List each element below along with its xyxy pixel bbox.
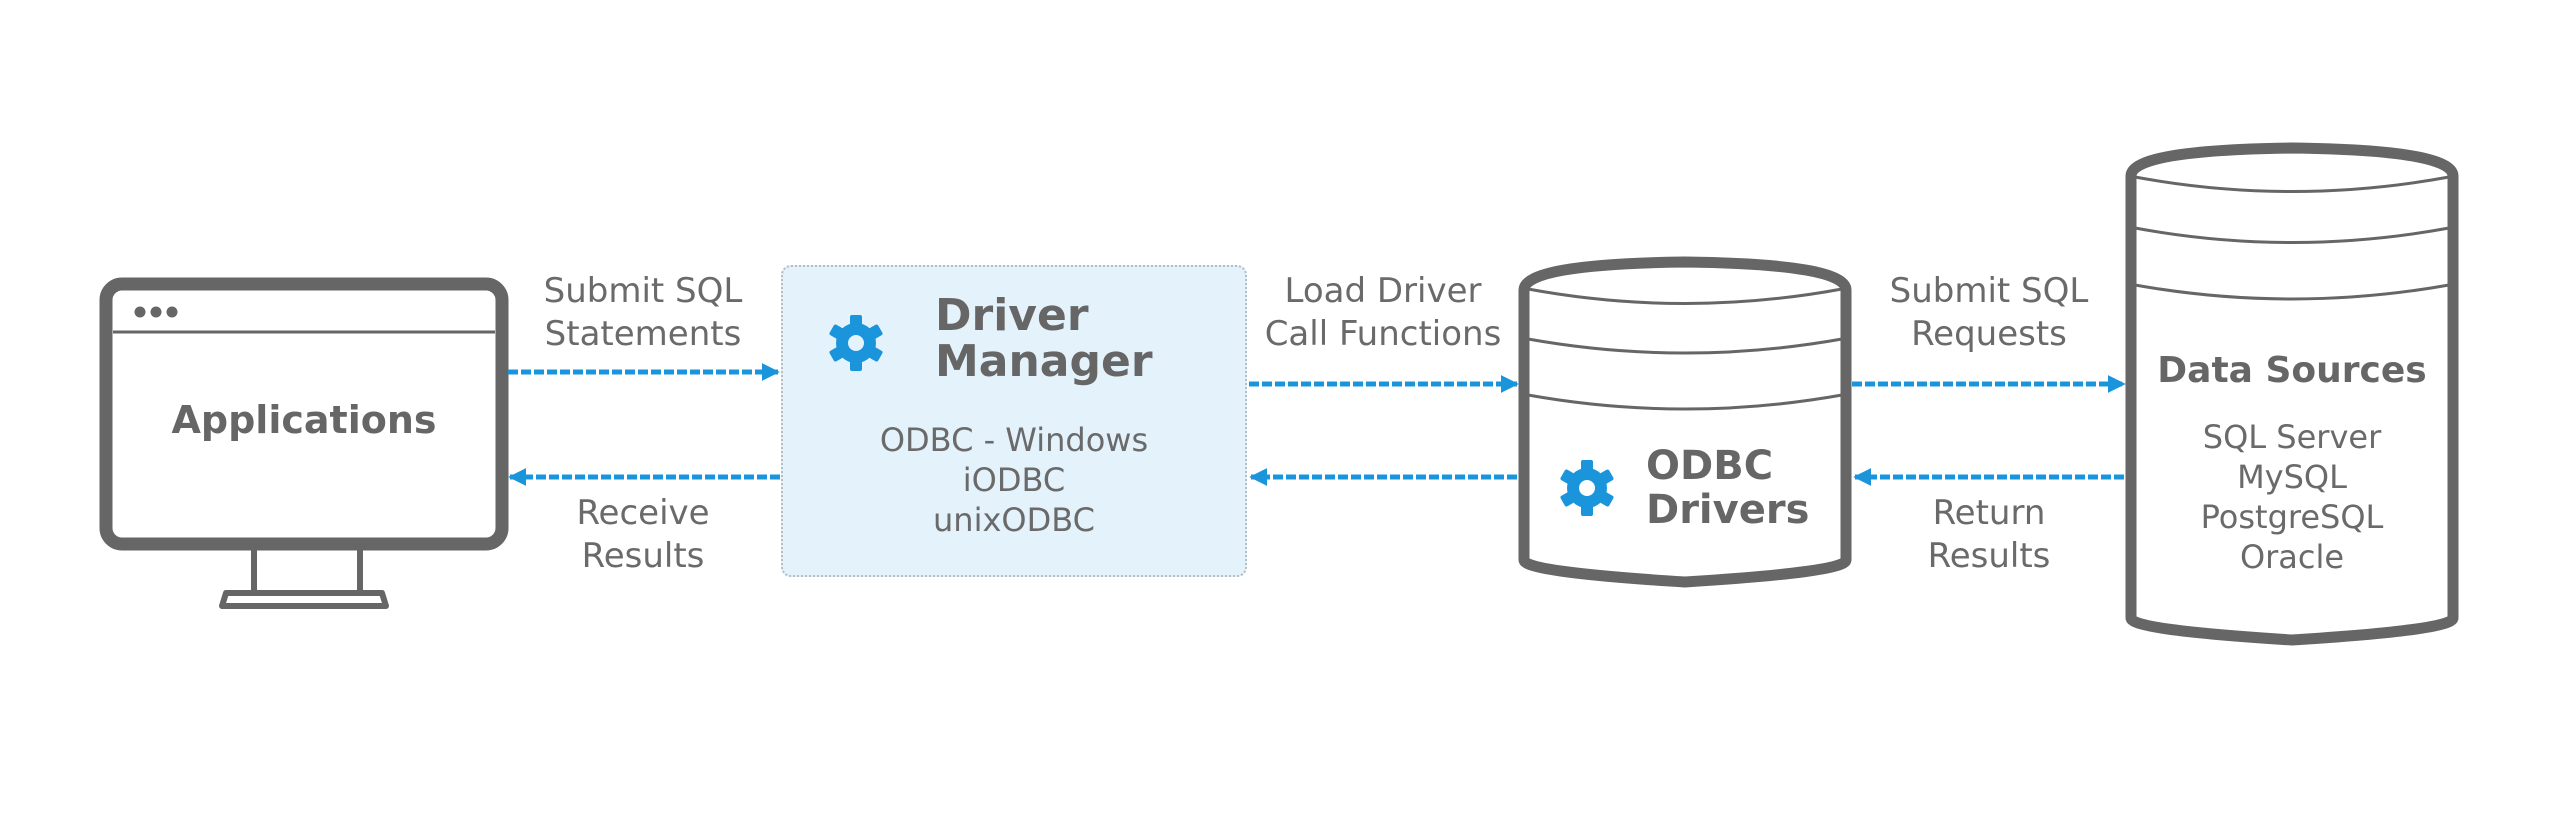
edge-label-return-results-line1: Return: [1932, 493, 2046, 533]
data-source-item: MySQL: [2237, 458, 2347, 496]
driver-manager-item: unixODBC: [933, 501, 1095, 539]
window-dot-icon: [166, 306, 178, 318]
edge-label-receive-results-line1: Receive: [576, 493, 710, 533]
edge-label-submit-statements-line2: Statements: [544, 314, 742, 354]
driver-manager-title-line1: Driver: [935, 290, 1089, 341]
edge-label-load-driver-line2: Call Functions: [1264, 314, 1502, 354]
odbc-drivers-title-line2: Drivers: [1646, 487, 1810, 533]
applications-title: Applications: [171, 398, 437, 442]
data-source-item: Oracle: [2239, 538, 2345, 576]
data-sources-title: Data Sources: [2157, 350, 2427, 391]
gear-icon: [1560, 460, 1614, 516]
edge-label-load-driver-line1: Load Driver: [1284, 271, 1482, 311]
monitor-icon: [99, 277, 509, 609]
window-dot-icon: [134, 306, 146, 318]
driver-manager-item: iODBC: [962, 461, 1066, 499]
driver-manager-title-line2: Manager: [935, 336, 1153, 387]
odbc-drivers-cylinder-icon: [1518, 256, 1852, 588]
driver-manager-item: ODBC - Windows: [879, 421, 1149, 459]
data-source-item: PostgreSQL: [2200, 498, 2384, 536]
odbc-drivers-title-line1: ODBC: [1646, 443, 1774, 489]
edge-label-submit-statements-line1: Submit SQL: [543, 271, 743, 311]
data-sources-cylinder-icon: [2125, 142, 2459, 646]
gear-icon: [829, 315, 883, 371]
edge-label-submit-requests-line2: Requests: [1911, 314, 2067, 354]
data-source-item: SQL Server: [2202, 418, 2382, 456]
window-dot-icon: [150, 306, 162, 318]
edge-label-submit-requests-line1: Submit SQL: [1889, 271, 2089, 311]
edge-label-receive-results-line2: Results: [581, 536, 705, 576]
edge-label-return-results-line2: Results: [1927, 536, 2051, 576]
